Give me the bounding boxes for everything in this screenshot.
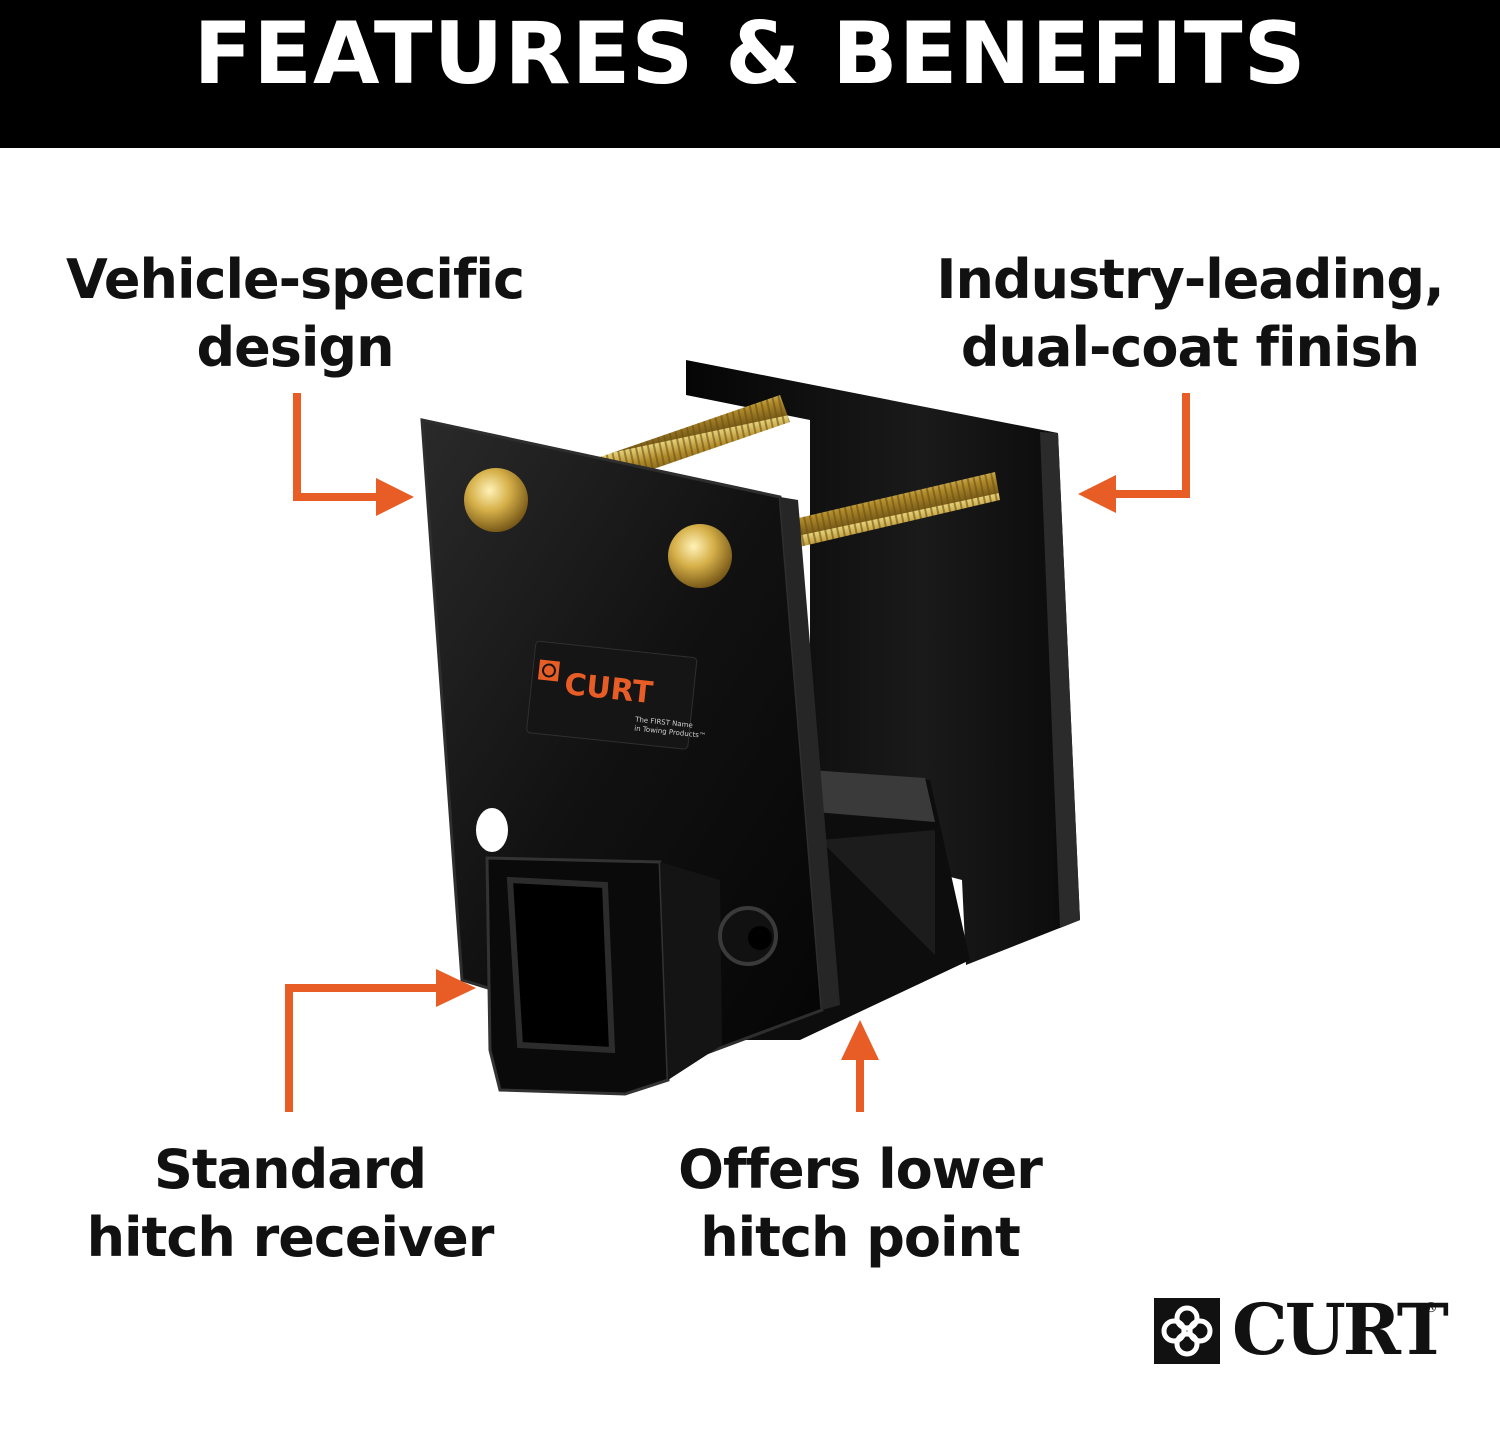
arrow-left-icon — [1078, 475, 1116, 513]
callout-hitch-receiver: Standard hitch receiver — [60, 1136, 520, 1272]
arrow-up-icon — [841, 1020, 879, 1060]
brand-logo-text: CURT — [1232, 1288, 1449, 1371]
back-plate-edge — [1040, 432, 1080, 928]
callout-line: Offers lower — [678, 1138, 1043, 1201]
callout-line: design — [196, 316, 394, 379]
callout-lower-hitch-point: Offers lower hitch point — [640, 1136, 1080, 1272]
arrow-right-icon — [293, 393, 380, 501]
product-label — [526, 640, 698, 750]
bolt-head-right — [668, 524, 732, 588]
threaded-rod-top — [600, 395, 790, 484]
arrow-right-icon — [436, 969, 476, 1007]
callout-line: Standard — [154, 1138, 427, 1201]
mount-hole — [476, 808, 508, 852]
receiver-tube-highlight — [810, 770, 935, 822]
arrow-right-icon — [376, 478, 414, 516]
receiver-side — [660, 862, 722, 1080]
back-plate — [686, 360, 1080, 965]
callout-line: Industry-leading, — [936, 248, 1444, 311]
front-plate-edge — [780, 497, 840, 1010]
callout-line: Vehicle-specific — [66, 248, 525, 311]
callout-line: hitch receiver — [86, 1206, 495, 1269]
callout-line: hitch point — [700, 1206, 1021, 1269]
product-label-text: CURT The FIRST Name in Towing Products™ — [563, 667, 707, 740]
callout-line: dual-coat finish — [960, 316, 1420, 379]
pin-hole-inner — [748, 926, 772, 950]
receiver-opening — [506, 876, 616, 1054]
arrow-right-icon — [285, 984, 440, 1112]
callout-finish: Industry-leading, dual-coat finish — [920, 246, 1460, 382]
brand-logo: CURT ® — [1152, 1290, 1452, 1370]
threaded-rod-bottom — [790, 472, 1000, 548]
tube-gusset — [820, 830, 935, 955]
callout-vehicle-specific: Vehicle-specific design — [40, 246, 550, 382]
registered-mark: ® — [1424, 1300, 1438, 1316]
curt-logo-icon — [1154, 1298, 1220, 1364]
arrow-left-icon — [1112, 393, 1190, 498]
pin-hole — [718, 906, 778, 966]
bolt-head-left — [464, 468, 528, 532]
header-banner: FEATURES & BENEFITS — [0, 0, 1500, 148]
page-title: FEATURES & BENEFITS — [193, 4, 1307, 104]
